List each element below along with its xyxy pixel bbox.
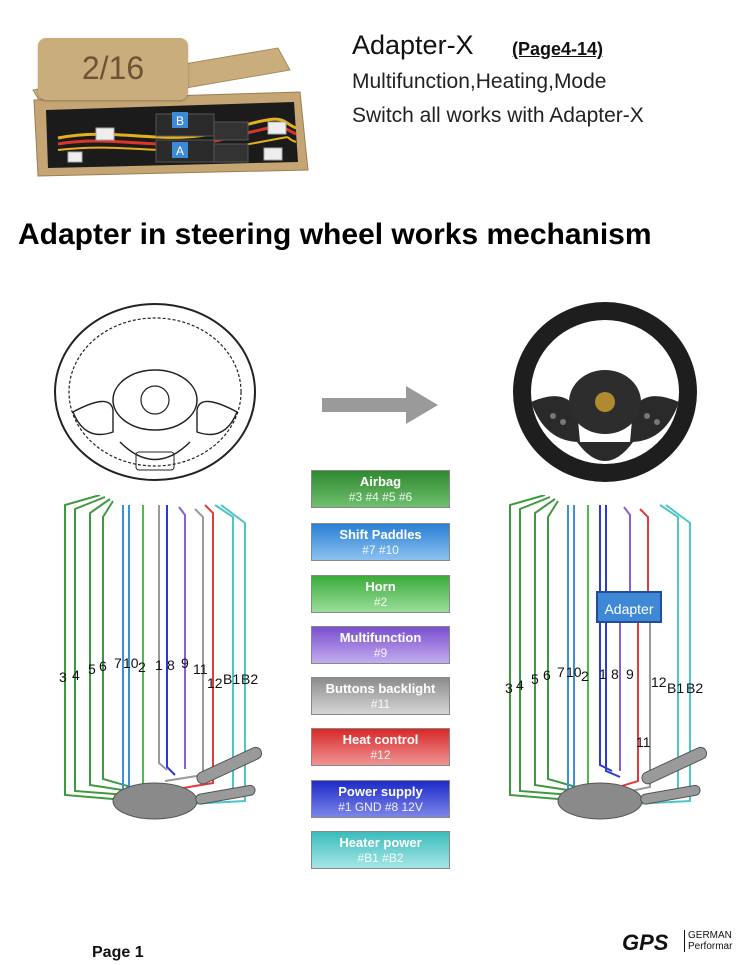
left-pin-label: 9 bbox=[181, 655, 189, 671]
legend-title: Heat control bbox=[342, 732, 419, 747]
left-wiring-diagram bbox=[64, 495, 263, 820]
page-count-badge: 2/16 bbox=[38, 38, 188, 100]
description-line-2: Switch all works with Adapter-X bbox=[352, 104, 644, 127]
legend-airbag: Airbag #3 #4 #5 #6 bbox=[311, 470, 450, 508]
legend-pins: #3 #4 #5 #6 bbox=[348, 490, 413, 504]
left-pin-label: 10 bbox=[123, 655, 139, 671]
legend-title: Airbag bbox=[359, 474, 402, 489]
right-pin-label: 3 bbox=[505, 680, 513, 696]
steering-column-switch-right bbox=[557, 746, 708, 820]
right-wiring-diagram bbox=[509, 495, 708, 820]
right-pin-label: 1 bbox=[599, 666, 607, 682]
left-pin-label: B2 bbox=[241, 671, 259, 687]
left-pin-label: 5 bbox=[88, 661, 96, 677]
right-pin-label: 12 bbox=[651, 674, 667, 690]
legend-heat-control: Heat control #12 bbox=[311, 728, 450, 766]
legend-title: Buttons backlight bbox=[325, 681, 436, 696]
legend-title: Horn bbox=[365, 579, 396, 594]
steering-wheel-original-drawing bbox=[54, 303, 256, 481]
legend-power-supply: Power supply #1 GND #8 12V bbox=[311, 780, 450, 818]
wire-pin-b1 bbox=[166, 504, 234, 800]
right-arrow-icon bbox=[322, 386, 438, 424]
left-pin-label: 11 bbox=[193, 661, 208, 677]
legend-pins: #2 bbox=[373, 595, 388, 609]
legend-pins: #1 GND #8 12V bbox=[338, 800, 423, 814]
page-reference: (Page4-14) bbox=[512, 39, 604, 59]
right-pin-label: 5 bbox=[531, 671, 539, 687]
section-heading: Adapter in steering wheel works mechanis… bbox=[18, 218, 652, 251]
legend-pins: #B1 #B2 bbox=[357, 851, 404, 865]
module-a-label: A bbox=[176, 144, 184, 158]
legend-pins: #9 bbox=[373, 646, 388, 660]
legend-title: Multifunction bbox=[339, 630, 422, 645]
wire-pin-3 bbox=[64, 495, 126, 801]
page-count-text: 2/16 bbox=[81, 50, 145, 86]
steering-column-switch-left bbox=[112, 746, 263, 820]
steering-wheel-upgraded-photo bbox=[513, 302, 697, 482]
left-pin-label: 8 bbox=[167, 657, 175, 673]
product-title: Adapter-X bbox=[352, 30, 474, 60]
right-pin-label: 4 bbox=[516, 677, 524, 693]
wire-pin-12 bbox=[164, 504, 214, 792]
wire-pin-8-out bbox=[605, 623, 621, 778]
wire-pin-11 bbox=[611, 623, 651, 796]
legend-pins: #11 bbox=[370, 697, 391, 711]
right-pin-label: B2 bbox=[686, 680, 704, 696]
wire-pin-b1 bbox=[611, 504, 679, 800]
description-line-1: Multifunction,Heating,Mode bbox=[352, 70, 607, 93]
gps-logo-subtitle: GERMAN Performar bbox=[684, 930, 732, 952]
wire-pin-6 bbox=[102, 500, 132, 788]
legend-multifunction: Multifunction #9 bbox=[311, 626, 450, 664]
wire-pin-12-out bbox=[611, 623, 639, 790]
right-pin-label: 6 bbox=[543, 667, 551, 683]
wire-pin-4 bbox=[74, 496, 128, 796]
legend-title: Heater power bbox=[339, 835, 422, 850]
wire-pin-9-in bbox=[623, 506, 631, 591]
module-b-label: B bbox=[176, 114, 184, 128]
legend-title: Power supply bbox=[338, 784, 423, 799]
wire-pin-6 bbox=[547, 500, 577, 788]
wire-pin-5 bbox=[534, 498, 575, 792]
right-pin-label: 10 bbox=[566, 664, 582, 680]
wire-pin-9 bbox=[178, 506, 186, 769]
left-pin-label: 3 bbox=[59, 669, 67, 685]
adapter-module-box: Adapter bbox=[596, 591, 662, 623]
wire-pin-3 bbox=[509, 495, 571, 801]
left-pin-label: 2 bbox=[138, 659, 146, 675]
right-pin-label: 8 bbox=[611, 666, 619, 682]
wire-pin-12-in bbox=[639, 508, 649, 591]
gps-logo-sub-1: GERMAN bbox=[688, 930, 732, 941]
left-pin-label: 12 bbox=[207, 675, 223, 691]
wire-pin-1-out bbox=[599, 623, 613, 772]
wire-pin-1 bbox=[158, 505, 168, 771]
legend-pins: #7 #10 bbox=[362, 543, 399, 557]
legend-heater-power: Heater power #B1 #B2 bbox=[311, 831, 450, 869]
left-pin-label: 6 bbox=[99, 658, 107, 674]
left-pin-label: 7 bbox=[114, 655, 122, 671]
right-pin-label: B1 bbox=[667, 680, 685, 696]
right-pin-label: 9 bbox=[626, 666, 634, 682]
left-pin-label: 4 bbox=[72, 667, 80, 683]
legend-shift-paddles: Shift Paddles #7 #10 bbox=[311, 523, 450, 561]
left-pin-label: 1 bbox=[155, 657, 163, 673]
legend-buttons-backlight: Buttons backlight #11 bbox=[311, 677, 450, 715]
page-number: Page 1 bbox=[92, 944, 144, 961]
gps-logo: GPS bbox=[622, 930, 669, 955]
wire-pin-11 bbox=[164, 508, 204, 782]
legend-pins: #12 bbox=[370, 748, 391, 762]
wire-pin-5 bbox=[89, 498, 130, 792]
adapter-product-photo: B A bbox=[32, 47, 309, 177]
gps-logo-sub-2: Performar bbox=[688, 941, 733, 952]
legend-horn: Horn #2 bbox=[311, 575, 450, 613]
right-pin-label: 7 bbox=[557, 664, 565, 680]
legend-title: Shift Paddles bbox=[339, 527, 422, 542]
left-pin-label: B1 bbox=[223, 671, 241, 687]
wire-pin-8 bbox=[166, 505, 176, 776]
wire-pin-4 bbox=[519, 496, 573, 796]
right-pin-label: 2 bbox=[581, 668, 589, 684]
right-pin-label: 11 bbox=[636, 734, 651, 750]
